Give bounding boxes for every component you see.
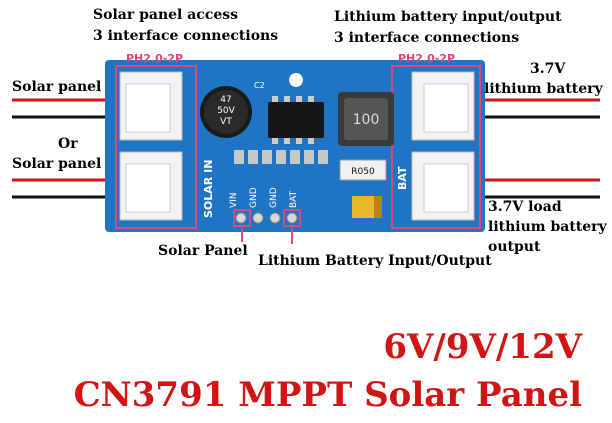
- pin-label-vin: VIN: [229, 192, 239, 208]
- right-37v-label: 3.7V: [530, 61, 566, 77]
- right-lithium-label: lithium battery: [484, 81, 603, 97]
- tantalum-capacitor: [352, 196, 382, 218]
- shunt-resistor: R050: [339, 159, 387, 181]
- bat-label: BAT: [396, 166, 409, 190]
- resistor-value: R050: [351, 167, 375, 177]
- mount-hole: [289, 73, 303, 87]
- title-product: CN3791 MPPT Solar Panel: [73, 375, 582, 415]
- inductor-value: 100: [353, 112, 380, 128]
- top-left-label-1: Solar panel access: [93, 7, 239, 23]
- header-pins: [235, 212, 298, 224]
- module-illustration: 47 50V VT C2 100 R050 SOLAR IN BAT: [12, 60, 600, 244]
- left-connector-frame: [115, 65, 197, 229]
- left-or-label: Or: [58, 136, 78, 152]
- pin-label-bat: BAT: [289, 190, 299, 208]
- pin-label-gnd-2: GND: [269, 187, 279, 208]
- bottom-solar-label: Solar Panel: [158, 243, 248, 259]
- ph-left-label: PH2.0-2P: [126, 52, 184, 65]
- capacitor-text-3: VT: [220, 117, 232, 127]
- bottom-lithium-label: Lithium Battery Input/Output: [258, 253, 492, 269]
- cn3791-chip: [268, 96, 324, 144]
- top-right-label-2: 3 interface connections: [334, 30, 520, 46]
- top-right-label-1: Lithium battery input/output: [334, 9, 562, 25]
- capacitor-text-2: 50V: [217, 106, 235, 116]
- title-voltage: 6V/9V/12V: [383, 327, 582, 367]
- top-left-label-2: 3 interface connections: [93, 28, 279, 44]
- capacitor-text-1: 47: [220, 95, 231, 105]
- left-solar-label-1: Solar panel: [12, 79, 102, 95]
- electrolytic-capacitor: 47 50V VT: [200, 86, 252, 138]
- left-connectors: [119, 71, 183, 221]
- right-load-label-3: output: [488, 239, 541, 255]
- right-load-label-1: 3.7V load: [488, 199, 562, 215]
- right-load-label-2: lithium battery: [488, 219, 607, 235]
- smd-components: [234, 150, 328, 164]
- left-solar-label-2: Solar panel: [12, 156, 102, 172]
- right-connector-frame: [391, 65, 481, 229]
- pin-label-gnd-1: GND: [249, 187, 259, 208]
- right-connectors: [411, 71, 475, 221]
- right-wires: [470, 98, 600, 199]
- ph-right-label: PH2.0-2P: [398, 52, 456, 65]
- c2-label: C2: [254, 81, 265, 90]
- inductor: 100: [338, 92, 394, 146]
- solar-in-label: SOLAR IN: [202, 160, 215, 218]
